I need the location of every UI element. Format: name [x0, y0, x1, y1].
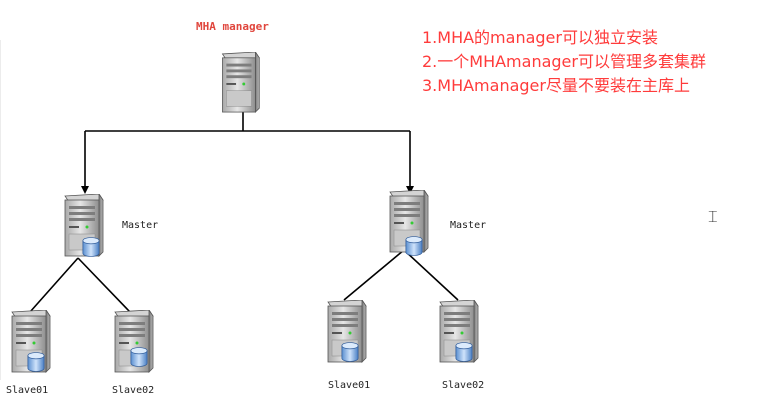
database-icon [341, 342, 359, 362]
slave-node-1-2 [114, 310, 154, 373]
slave-label-2-1: Slave01 [328, 380, 371, 391]
server-icon [221, 52, 260, 113]
master-label-2: Master [450, 220, 487, 231]
note-item: 3.MHAmanager尽量不要装在主库上 [422, 76, 690, 95]
master-node-2 [389, 190, 429, 256]
notes-list: 1.MHA的manager可以独立安装 2.一个MHAmanager可以管理多套… [422, 26, 706, 98]
text-cursor-icon: ⌶ [708, 207, 718, 226]
page-edge-rule [0, 40, 7, 380]
note-item: 1.MHA的manager可以独立安装 [422, 28, 658, 47]
slave-node-2-2 [439, 300, 479, 363]
slave-node-1-1 [11, 310, 51, 373]
manager-label: MHA manager [196, 20, 269, 33]
slave-label-2-2: Slave02 [442, 380, 485, 391]
database-icon [82, 237, 100, 257]
database-icon [130, 347, 148, 367]
manager-node [221, 52, 260, 113]
note-item: 2.一个MHAmanager可以管理多套集群 [422, 52, 706, 71]
manager-connectors [81, 112, 414, 194]
slave-label-1-2: Slave02 [112, 385, 155, 396]
database-icon [27, 352, 45, 372]
database-icon [405, 236, 423, 256]
slave-node-2-1 [327, 300, 367, 363]
master-label-1: Master [122, 220, 159, 231]
replication-lines [29, 249, 459, 313]
database-icon [455, 342, 473, 362]
master-node-1 [64, 194, 104, 257]
slave-label-1-1: Slave01 [6, 385, 49, 396]
